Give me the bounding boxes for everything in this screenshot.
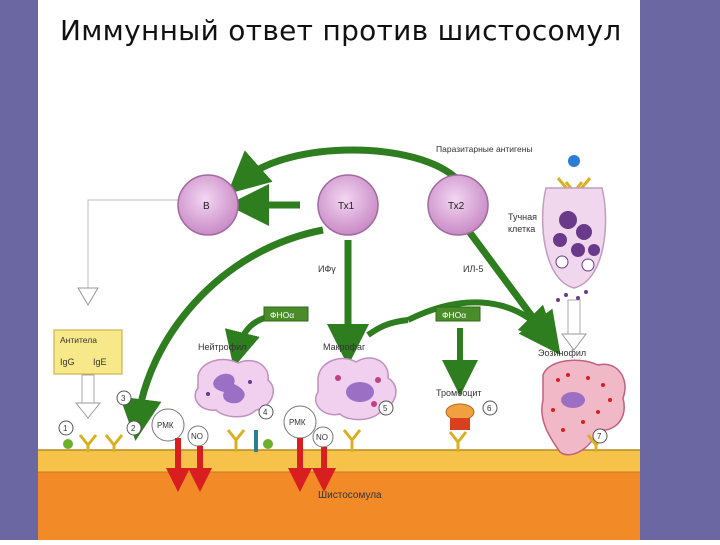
marker-2: 2 [126, 420, 142, 436]
immune-response-diagram: Шистосомула В Тх1 Тх2 Паразитарные антиг… [38, 144, 640, 540]
tnf-alpha-box-right: ФНОα [435, 306, 481, 322]
white-arrow-antibodies-down [81, 374, 95, 406]
no-bubble-left: NO [187, 425, 209, 447]
macrophage [315, 357, 397, 421]
marker-1: 1 [58, 420, 74, 436]
parasite-antigens-label: Паразитарные антигены [436, 144, 533, 154]
rmk-bubble-right: РМК [283, 405, 317, 439]
arrow-th1-to-adcc [119, 226, 324, 441]
th1-cell-label: Тх1 [338, 201, 355, 212]
b-cell-label: В [203, 201, 210, 212]
neutrophil-label: Нейтрофил [198, 342, 246, 352]
ige-label: IgE [93, 357, 107, 367]
marker-5: 5 [378, 400, 394, 416]
antibodies-title: Антитела [60, 335, 97, 345]
mast-cell-label-line1: Тучная [508, 212, 537, 222]
rmk-label-right: РМК [289, 418, 306, 427]
tnf-alpha-label-left: ФНОα [270, 310, 294, 320]
th2-cell: Тх2 [427, 174, 489, 236]
arrow-tnf-to-eosinophil [406, 299, 556, 343]
marker-4-text: 4 [263, 408, 268, 417]
mast-cell-label-line2: клетка [508, 224, 535, 234]
left-side-band [0, 0, 38, 540]
tnf-alpha-label-right: ФНОα [442, 310, 466, 320]
eosinophil-label: Эозинофил [538, 348, 586, 358]
no-bubble-right: NO [312, 426, 334, 448]
b-cell: В [177, 174, 239, 236]
white-arrow-b-to-antibodies-outline [84, 196, 193, 290]
arrow-th2-to-b [227, 146, 461, 194]
marker-6-text: 6 [487, 404, 492, 413]
white-arrow-mast-cell-down [567, 299, 581, 337]
tnf-alpha-box-left: ФНОα [263, 306, 309, 322]
schistosomula-membrane [38, 450, 640, 472]
slide-title: Иммунный ответ против шистосомул [60, 14, 622, 47]
platelet-label: Тромбоцит [436, 388, 482, 398]
no-label-right: NO [316, 433, 328, 442]
marker-4: 4 [258, 404, 274, 420]
no-label-left: NO [191, 432, 203, 441]
schistosomula-label: Шистосомула [318, 490, 382, 501]
il5-label: ИЛ-5 [463, 264, 483, 274]
mast-cell [541, 155, 607, 302]
marker-3-text: 3 [121, 394, 126, 403]
antibody-receptors [63, 429, 606, 452]
th1-cell: Тх1 [317, 174, 379, 236]
immune-response-figure: Шистосомула В Тх1 Тх2 Паразитарные антиг… [38, 60, 640, 540]
marker-1-text: 1 [63, 424, 68, 433]
marker-7-text: 7 [597, 432, 602, 441]
marker-3: 3 [116, 390, 132, 406]
neutrophil [194, 359, 274, 418]
marker-2-text: 2 [131, 424, 136, 433]
th2-cell-label: Тх2 [448, 201, 465, 212]
ifn-gamma-label: ИФγ [318, 264, 336, 274]
macrophage-label: Макрофаг [323, 342, 366, 352]
white-arrow-b-to-antibodies [77, 287, 99, 306]
marker-6: 6 [482, 400, 498, 416]
rmk-label-left: РМК [157, 421, 174, 430]
igg-label: IgG [60, 357, 75, 367]
platelet [445, 403, 475, 430]
rmk-bubble-left: РМК [151, 408, 185, 442]
marker-5-text: 5 [383, 404, 388, 413]
antibodies-box: Антитела IgG IgE [53, 329, 123, 375]
eosinophil [541, 359, 626, 456]
right-side-band [640, 0, 720, 540]
marker-7: 7 [592, 428, 608, 444]
